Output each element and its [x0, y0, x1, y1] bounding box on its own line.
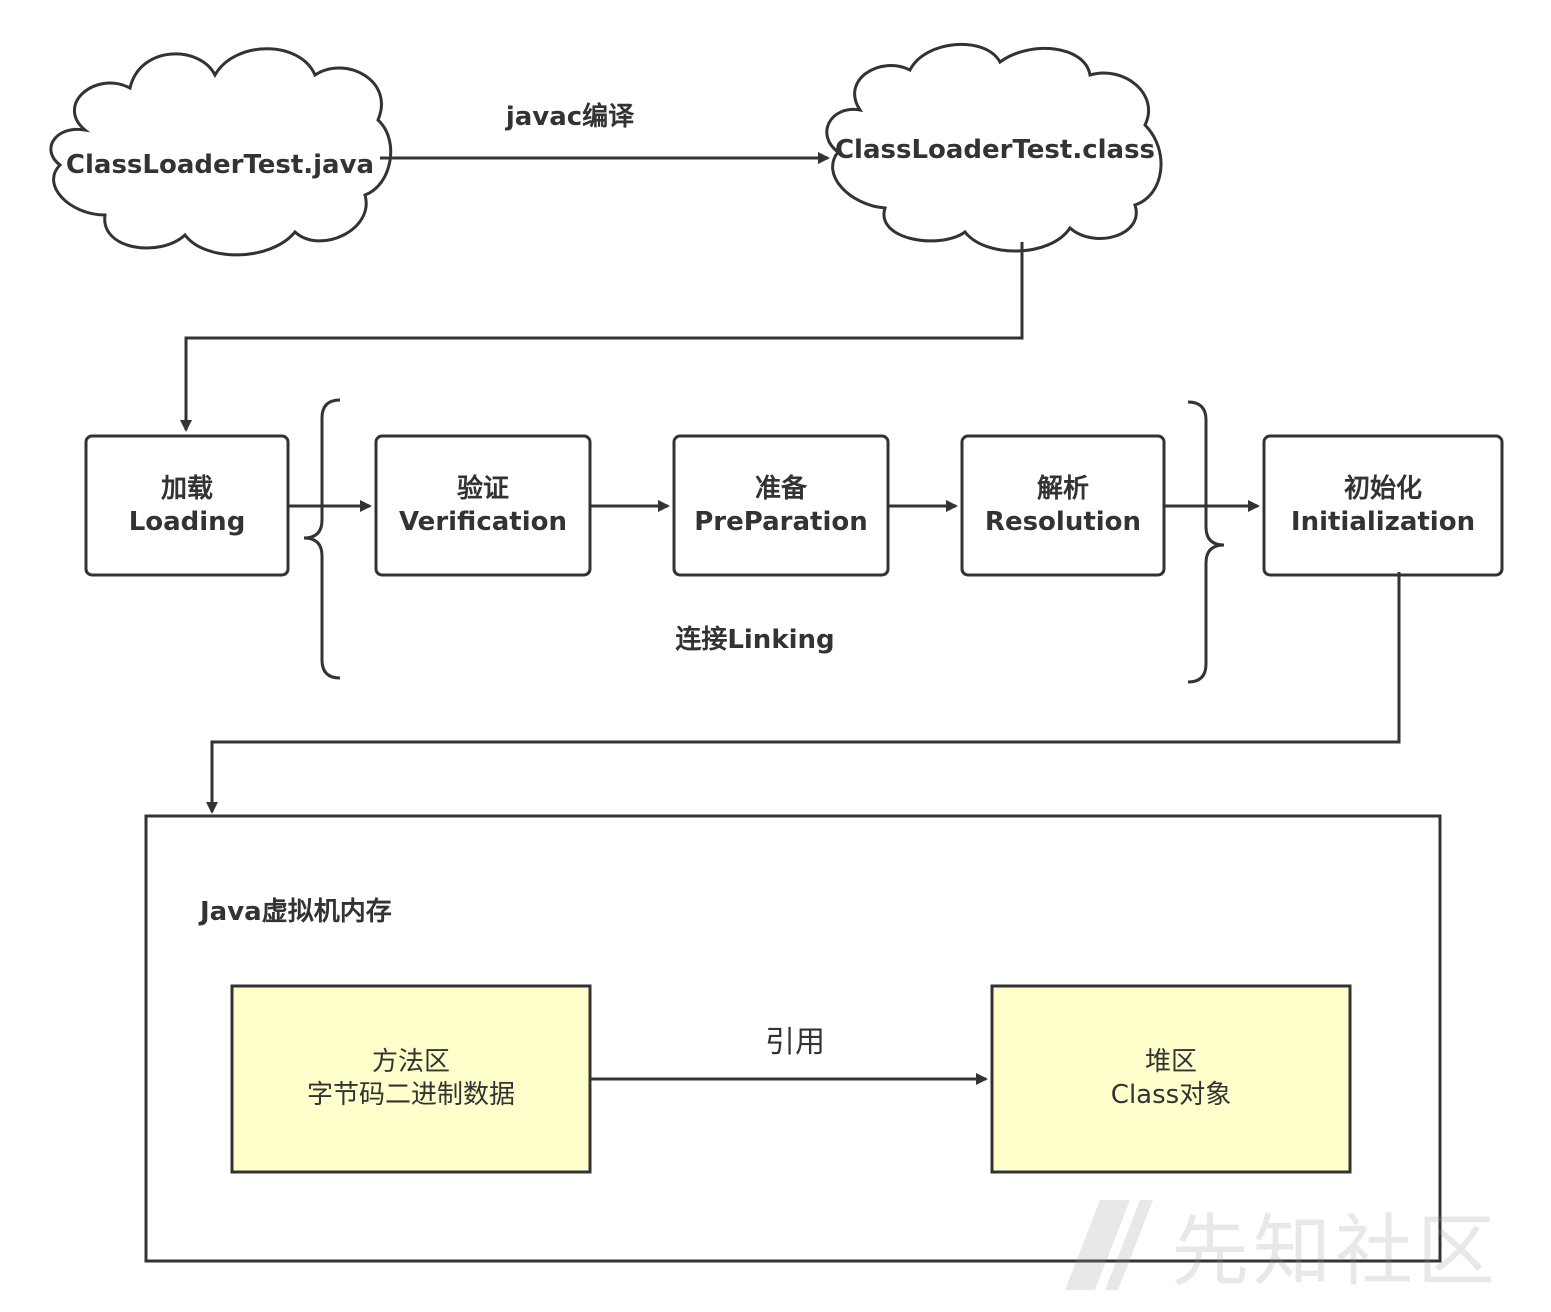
source-file-label: ClassLoaderTest.java — [65, 149, 375, 180]
jvm-memory-title: Java虚拟机内存 — [200, 896, 392, 927]
verification-cn: 验证 — [456, 473, 509, 504]
watermark: 先知社区 — [1045, 1190, 1545, 1300]
preparation-label: 准备 PreParation — [674, 436, 888, 575]
initialization-en: Initialization — [1290, 506, 1476, 537]
loading-cn: 加载 — [160, 473, 213, 504]
preparation-en: PreParation — [694, 506, 868, 537]
heap-box — [990, 984, 1352, 1174]
reference-label: 引用 — [765, 1024, 825, 1060]
compile-edge-label: javac编译 — [505, 101, 635, 132]
linking-label: 连接Linking — [675, 624, 835, 655]
method-area-line2: 字节码二进制数据 — [306, 1080, 515, 1110]
heap-label: 堆区 Class对象 — [992, 986, 1350, 1172]
method-area-line1: 方法区 — [371, 1047, 450, 1077]
class-file-cloud — [825, 42, 1163, 253]
jvm-memory-frame — [144, 814, 1442, 1263]
initialization-to-memory-connector — [206, 572, 1401, 814]
class-file-label: ClassLoaderTest.class — [834, 134, 1156, 165]
method-area-label: 方法区 字节码二进制数据 — [232, 986, 590, 1172]
heap-line1: 堆区 — [1144, 1047, 1197, 1077]
initialization-label: 初始化 Initialization — [1264, 436, 1502, 575]
loading-label: 加载 Loading — [86, 436, 288, 575]
method-area-box — [230, 984, 592, 1174]
linking-right-brace — [1187, 400, 1225, 684]
initialization-cn: 初始化 — [1343, 473, 1422, 504]
resolution-cn: 解析 — [1036, 473, 1089, 504]
watermark-logo-icon — [1065, 1200, 1153, 1290]
loading-en: Loading — [128, 506, 246, 537]
resolution-en: Resolution — [984, 506, 1142, 537]
heap-line2: Class对象 — [1110, 1080, 1232, 1110]
preparation-cn: 准备 — [754, 473, 807, 504]
class-to-loading-connector — [180, 242, 1024, 432]
verification-en: Verification — [398, 506, 567, 537]
resolution-label: 解析 Resolution — [962, 436, 1164, 575]
verification-label: 验证 Verification — [376, 436, 590, 575]
initialization-box — [1262, 434, 1504, 577]
source-file-cloud — [49, 47, 393, 257]
linking-left-brace — [303, 398, 341, 680]
watermark-text: 先知社区 — [1171, 1207, 1500, 1297]
